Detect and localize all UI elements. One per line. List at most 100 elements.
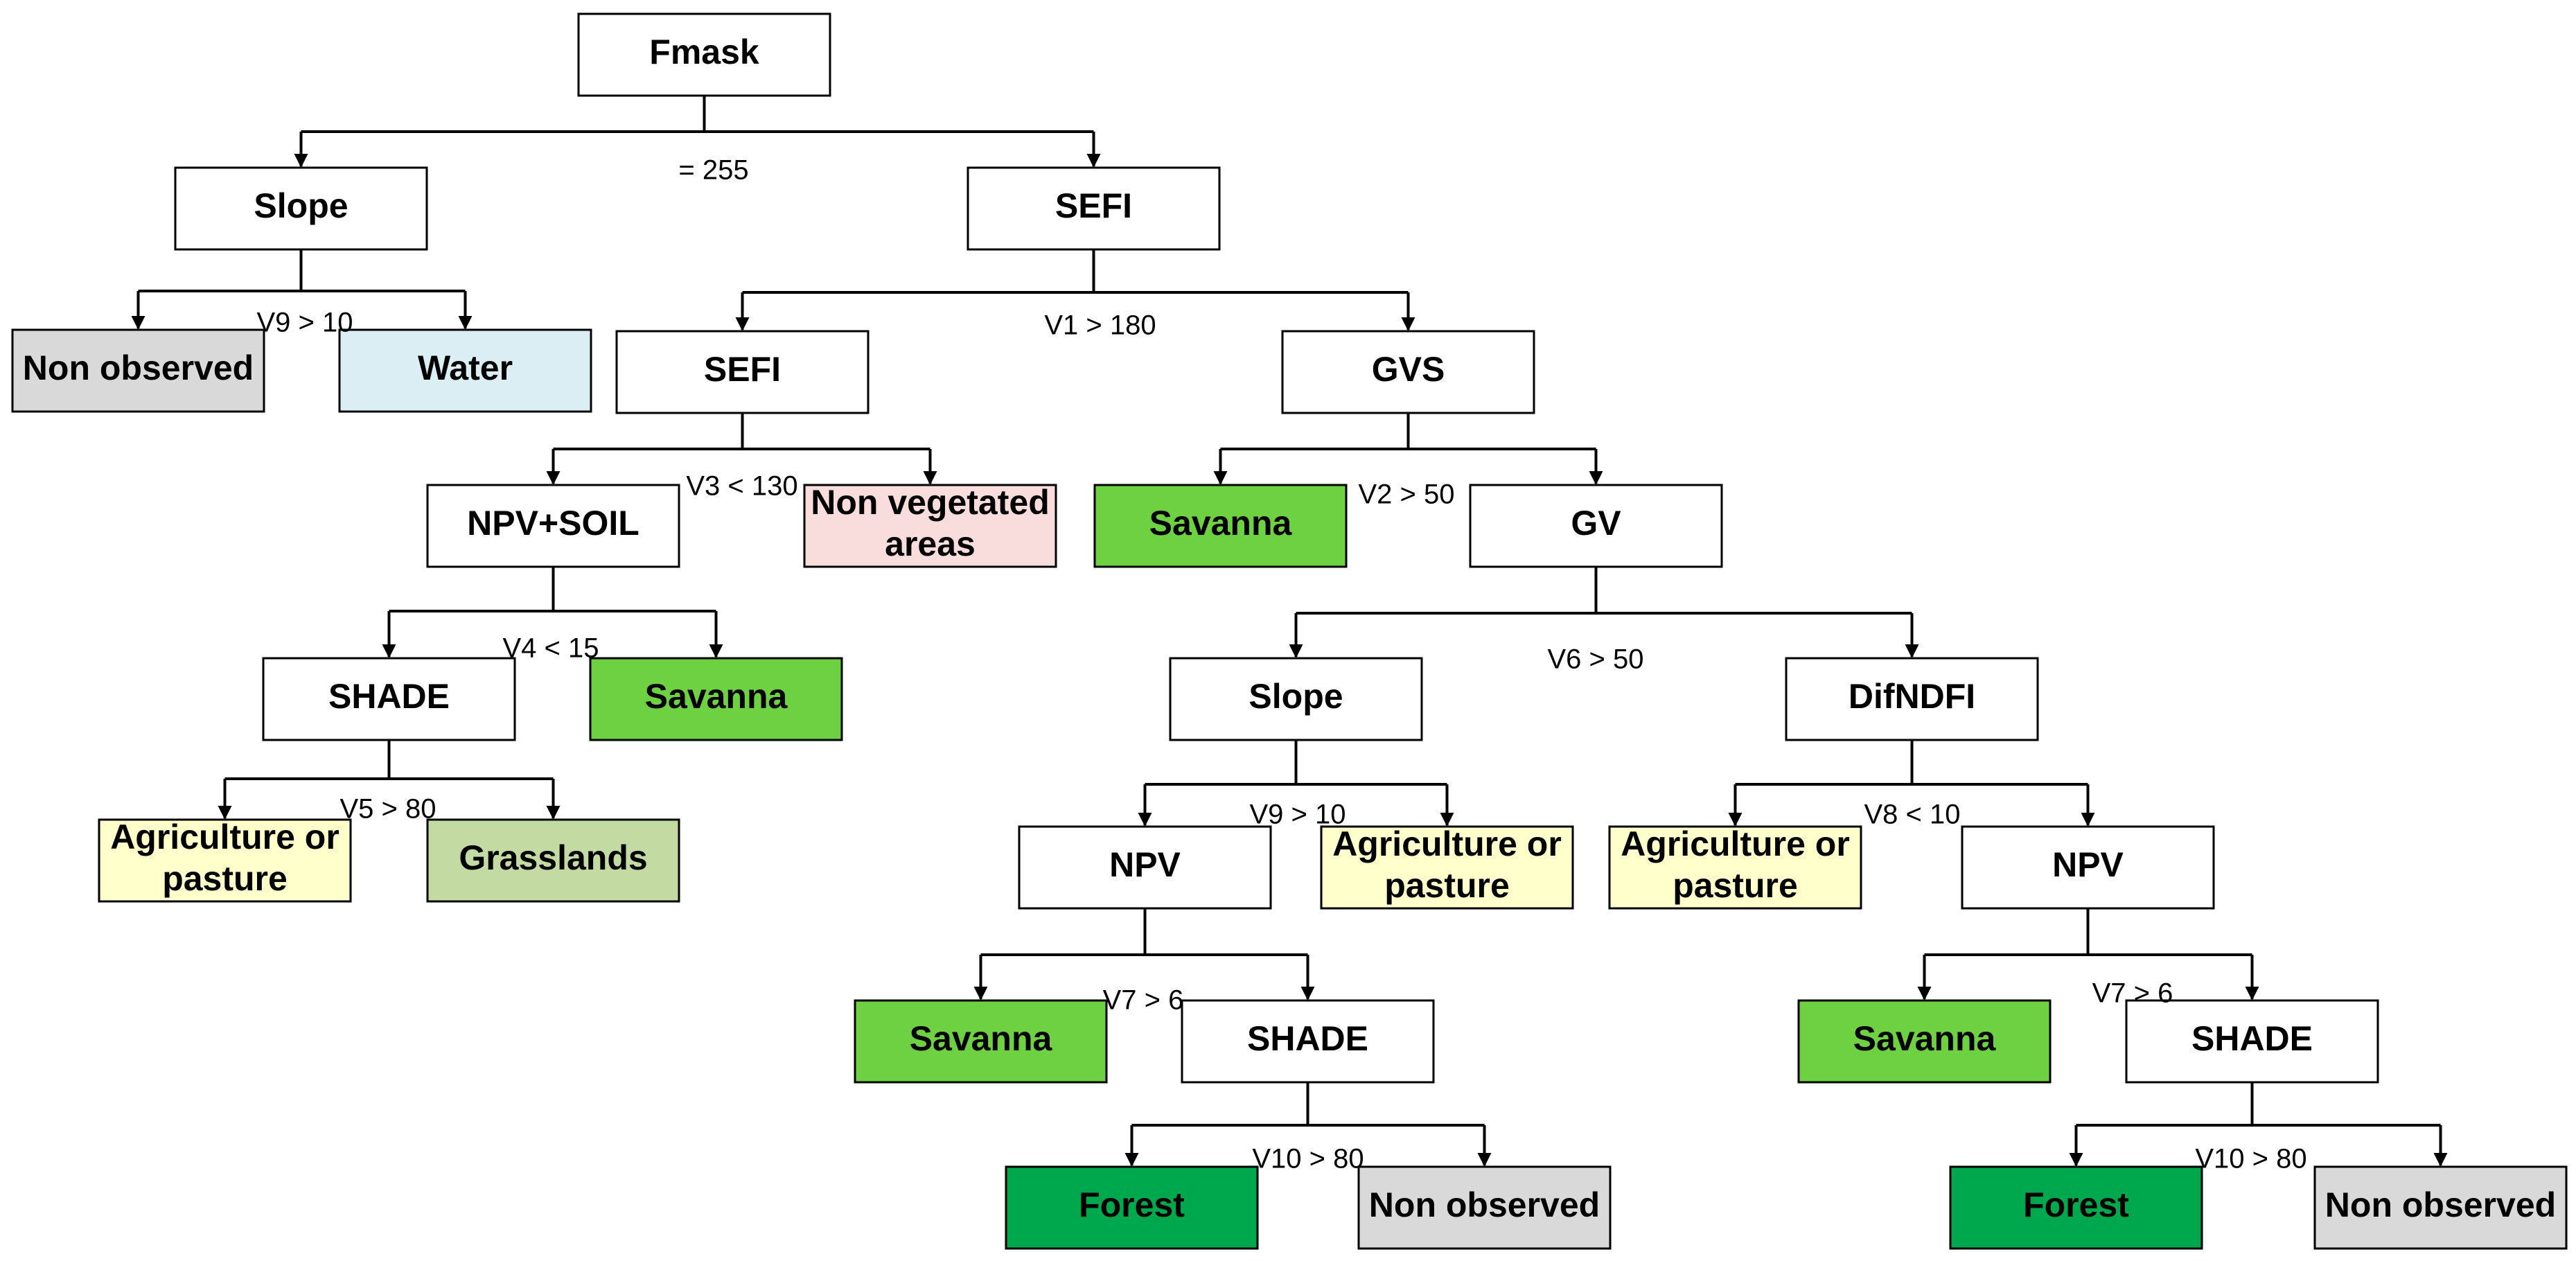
split-condition-gv: V6 > 50 <box>1547 644 1643 675</box>
node-label-savanna3: Savanna <box>910 1019 1053 1058</box>
node-npv2: NPV <box>1961 825 2215 910</box>
split-condition-slope2: V9 > 10 <box>1249 800 1346 830</box>
node-box-grass <box>426 818 680 903</box>
node-label-nonobs2: Non observed <box>1369 1185 1600 1224</box>
node-box-npv1 <box>1018 825 1272 910</box>
node-box-npvsoil <box>426 484 680 568</box>
node-label-fmask: Fmask <box>649 33 759 71</box>
node-label-nonveg: Non vegetated <box>811 483 1050 522</box>
node-label-agri1: Agriculture or <box>110 818 339 856</box>
node-label-npv2: NPV <box>2052 845 2124 884</box>
node-box-gvs <box>1281 330 1535 414</box>
node-box-forest1 <box>1005 1165 1259 1250</box>
node-label-forest2: Forest <box>2023 1185 2129 1224</box>
node-label-agri2: pasture <box>1384 866 1510 905</box>
node-label-nonobs3: Non observed <box>2325 1185 2556 1224</box>
node-label-difndfi: DifNDFI <box>1849 677 1975 716</box>
node-slope2: Slope <box>1169 657 1423 741</box>
node-savanna4: Savanna <box>1797 999 2052 1084</box>
node-savanna1: Savanna <box>1093 484 1348 568</box>
node-label-shade3: SHADE <box>2191 1019 2313 1058</box>
node-box-savanna4 <box>1797 999 2052 1084</box>
node-savanna2: Savanna <box>589 657 843 741</box>
node-label-shade1: SHADE <box>328 677 450 716</box>
split-condition-difndfi: V8 < 10 <box>1864 800 1960 830</box>
split-condition-sefi2: V3 < 130 <box>686 471 797 502</box>
node-forest1: Forest <box>1005 1165 1259 1250</box>
node-label-savanna4: Savanna <box>1853 1019 1997 1058</box>
node-box-sefi2 <box>615 330 870 414</box>
node-label-npvsoil: NPV+SOIL <box>467 504 639 543</box>
node-label-npv1: NPV <box>1109 845 1181 884</box>
node-label-nonveg: areas <box>885 524 976 563</box>
node-label-slope2: Slope <box>1249 677 1343 716</box>
node-box-slope1 <box>174 166 428 251</box>
node-box-savanna2 <box>589 657 843 741</box>
node-difndfi: DifNDFI <box>1785 657 2039 741</box>
node-label-agri2: Agriculture or <box>1332 824 1562 863</box>
node-box-nonobs2 <box>1357 1165 1612 1250</box>
node-npv1: NPV <box>1018 825 1272 910</box>
node-gvs: GVS <box>1281 330 1535 414</box>
node-box-nonveg <box>803 484 1057 568</box>
node-forest2: Forest <box>1949 1165 2203 1250</box>
node-label-agri3: pasture <box>1673 866 1798 905</box>
split-condition-npv2: V7 > 6 <box>2092 978 2173 1009</box>
node-label-nonobs1: Non observed <box>23 349 254 387</box>
node-box-shade2 <box>1181 999 1435 1084</box>
node-sefi2: SEFI <box>615 330 870 414</box>
node-box-gv <box>1469 484 1723 568</box>
node-nonobs3: Non observed <box>2313 1165 2568 1250</box>
split-condition-slope1: V9 > 10 <box>256 308 353 338</box>
node-label-sefi2: SEFI <box>704 350 781 389</box>
node-water: Water <box>338 328 592 413</box>
node-label-sefi1: SEFI <box>1055 186 1132 225</box>
node-label-savanna2: Savanna <box>645 677 788 716</box>
connector-layer <box>131 96 2448 1167</box>
node-label-gvs: GVS <box>1372 350 1445 389</box>
node-box-shade3 <box>2125 999 2379 1084</box>
split-condition-shade3: V10 > 80 <box>2195 1144 2306 1174</box>
node-shade2: SHADE <box>1181 999 1435 1084</box>
node-npvsoil: NPV+SOIL <box>426 484 680 568</box>
node-box-shade1 <box>262 657 516 741</box>
node-fmask: Fmask <box>577 12 831 97</box>
node-box-agri3 <box>1608 825 1862 910</box>
node-label-gv: GV <box>1571 504 1621 543</box>
split-condition-fmask: = 255 <box>678 155 748 186</box>
node-label-grass: Grasslands <box>459 838 647 877</box>
node-box-slope2 <box>1169 657 1423 741</box>
node-box-savanna1 <box>1093 484 1348 568</box>
split-condition-npv1: V7 > 6 <box>1103 985 1184 1016</box>
node-label-shade2: SHADE <box>1247 1019 1368 1058</box>
node-label-slope1: Slope <box>254 186 348 225</box>
node-box-agri2 <box>1320 825 1574 910</box>
node-box-difndfi <box>1785 657 2039 741</box>
node-label-agri3: Agriculture or <box>1621 824 1850 863</box>
node-box-fmask <box>577 12 831 97</box>
node-label-water: Water <box>418 349 513 387</box>
node-shade1: SHADE <box>262 657 516 741</box>
node-box-forest2 <box>1949 1165 2203 1250</box>
split-condition-gvs: V2 > 50 <box>1358 479 1454 510</box>
node-sefi1: SEFI <box>967 166 1221 251</box>
node-grass: Grasslands <box>426 818 680 903</box>
node-box-agri1 <box>98 818 352 903</box>
node-label-savanna1: Savanna <box>1149 504 1293 543</box>
node-gv: GV <box>1469 484 1723 568</box>
node-nonobs2: Non observed <box>1357 1165 1612 1250</box>
node-slope1: Slope <box>174 166 428 251</box>
split-condition-npvsoil: V4 < 15 <box>502 633 599 664</box>
node-savanna3: Savanna <box>854 999 1108 1084</box>
split-condition-shade2: V10 > 80 <box>1252 1144 1364 1174</box>
node-box-nonobs3 <box>2313 1165 2568 1250</box>
split-condition-shade1: V5 > 80 <box>339 794 436 824</box>
node-box-sefi1 <box>967 166 1221 251</box>
